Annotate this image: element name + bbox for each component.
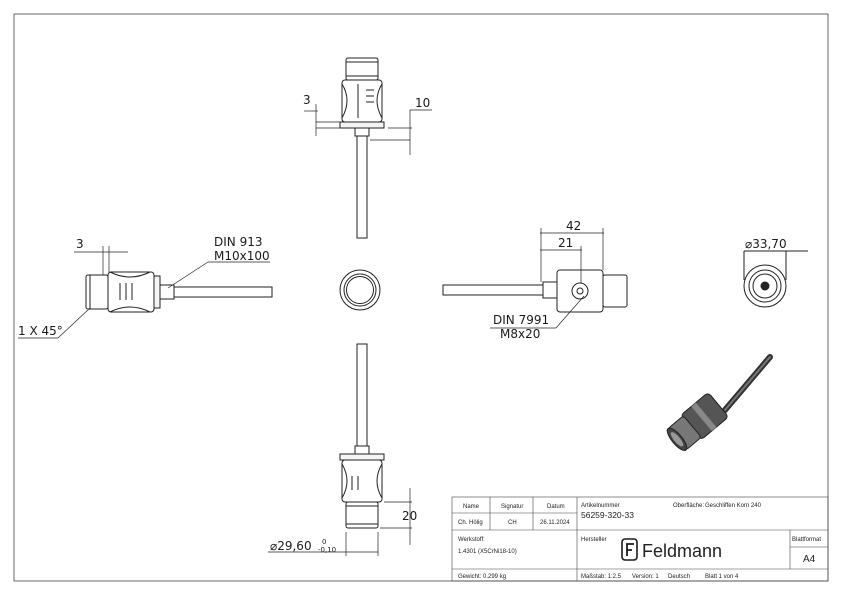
drawing-frame — [13, 13, 829, 582]
tb-sprache: Deutsch — [668, 574, 690, 580]
tb-oberflaeche-value: Geschliffen Korn 240 — [705, 503, 762, 509]
dim-top-3: 3 — [303, 93, 311, 107]
tb-artikel-value: 56259-320-33 — [581, 510, 634, 520]
tb-version: Version: 1 — [632, 574, 659, 580]
tb-datum-label: Datum — [547, 504, 565, 510]
dim-left-3: 3 — [76, 237, 84, 251]
tb-signatur-value: CH — [508, 520, 517, 526]
left-dimensions — [18, 246, 270, 339]
dim-diameter-2960: ⌀29,60 — [270, 539, 312, 553]
tb-datum-value: 26.11.2024 — [540, 520, 570, 526]
tb-name-label: Name — [463, 504, 480, 510]
tb-blattformat-value: A4 — [803, 554, 816, 565]
chamfer-note: 1 X 45° — [18, 324, 63, 338]
tb-gewicht: Gewicht: 0.299 kg — [458, 574, 506, 580]
left-view — [85, 271, 273, 313]
tb-signatur-label: Signatur — [501, 504, 523, 510]
end-view — [743, 250, 808, 308]
tolerance-upper: 0 — [322, 538, 326, 546]
top-dimensions — [304, 104, 432, 155]
tb-blattformat-label: Blattformat — [792, 537, 821, 543]
tb-massstab: Maßstab: 1:2.5 — [581, 574, 622, 580]
top-view — [339, 57, 385, 239]
tb-werkstoff-value: 1.4301 (X5CrNi18-10) — [458, 549, 517, 555]
tb-artikel-label: Artikelnummer — [581, 503, 620, 509]
tb-werkstoff-label: Werkstoff: — [458, 537, 485, 543]
title-block — [451, 496, 829, 582]
tolerance-lower: -0,10 — [318, 546, 336, 554]
dim-right-21: 21 — [558, 236, 573, 250]
center-view — [339, 269, 381, 311]
tb-blatt: Blatt 1 von 4 — [705, 574, 739, 580]
note-din913-line2: M10x100 — [214, 249, 270, 263]
dim-diameter-3370: ⌀33,70 — [745, 237, 787, 251]
note-din913-line1: DIN 913 — [214, 235, 262, 249]
isometric-view — [666, 354, 773, 451]
tb-name-value: Ch. Hölig — [458, 520, 483, 526]
note-din7991-line1: DIN 7991 — [493, 313, 549, 327]
right-dimensions — [490, 228, 604, 329]
dim-bottom-20: 20 — [402, 509, 417, 523]
bottom-dimensions — [268, 488, 412, 556]
tb-logo-text: Feldmann — [642, 541, 722, 561]
dim-top-10: 10 — [415, 96, 430, 110]
tb-hersteller-label: Hersteller — [581, 537, 607, 543]
note-din7991-line2: M8x20 — [500, 327, 540, 341]
bottom-view — [339, 343, 385, 529]
tb-oberflaeche-label: Oberfläche: — [673, 503, 704, 509]
dim-right-42: 42 — [566, 219, 581, 233]
feldmann-logo-icon — [621, 538, 638, 561]
right-view — [442, 269, 628, 313]
